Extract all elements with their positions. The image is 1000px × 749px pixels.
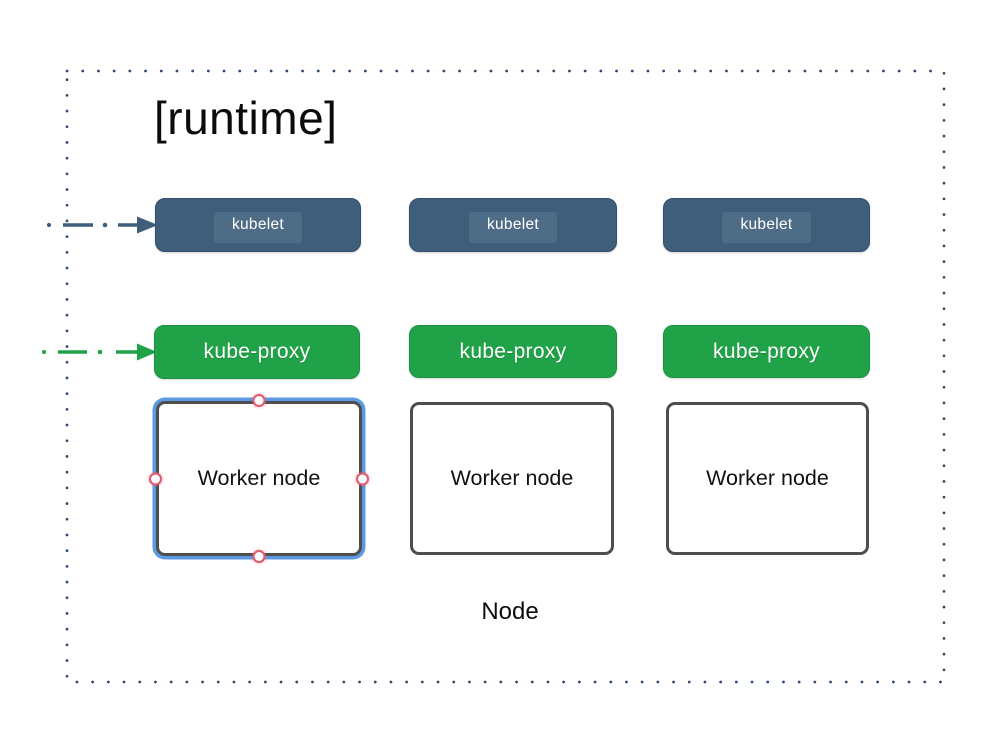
kubelet-box-1[interactable]: kubelet (155, 198, 361, 252)
worker-node-box-1[interactable]: Worker node (149, 394, 369, 563)
kubelet-label: kubelet (213, 211, 303, 243)
selection-handle-top[interactable] (252, 394, 266, 407)
selection-handle-bottom[interactable] (252, 550, 266, 563)
runtime-label[interactable]: [runtime] (154, 92, 338, 144)
kubelet-arrow[interactable] (46, 216, 158, 234)
kube-proxy-box-3[interactable]: kube-proxy (663, 325, 870, 378)
selection-handle-left[interactable] (149, 472, 162, 485)
worker-node-label: Worker node (197, 466, 321, 490)
kube-proxy-label: kube-proxy (203, 340, 311, 363)
worker-node-box-2[interactable]: Worker node (410, 402, 614, 555)
kube-proxy-box-2[interactable]: kube-proxy (409, 325, 617, 378)
kubelet-box-2[interactable]: kubelet (409, 198, 617, 252)
worker-node-label: Worker node (706, 466, 829, 490)
kubelet-label: kubelet (468, 211, 558, 243)
kubelet-box-3[interactable]: kubelet (663, 198, 870, 252)
worker-node-label: Worker node (450, 466, 574, 490)
kube-proxy-label: kube-proxy (459, 339, 567, 363)
selection-handle-right[interactable] (356, 472, 369, 485)
kube-proxy-box-1[interactable]: kube-proxy (154, 325, 360, 379)
node-group-label[interactable]: Node (481, 598, 539, 625)
kube-proxy-arrow[interactable] (41, 343, 157, 361)
kubelet-label: kubelet (722, 211, 811, 243)
kube-proxy-label: kube-proxy (713, 339, 820, 363)
worker-node-box-3[interactable]: Worker node (666, 402, 869, 555)
